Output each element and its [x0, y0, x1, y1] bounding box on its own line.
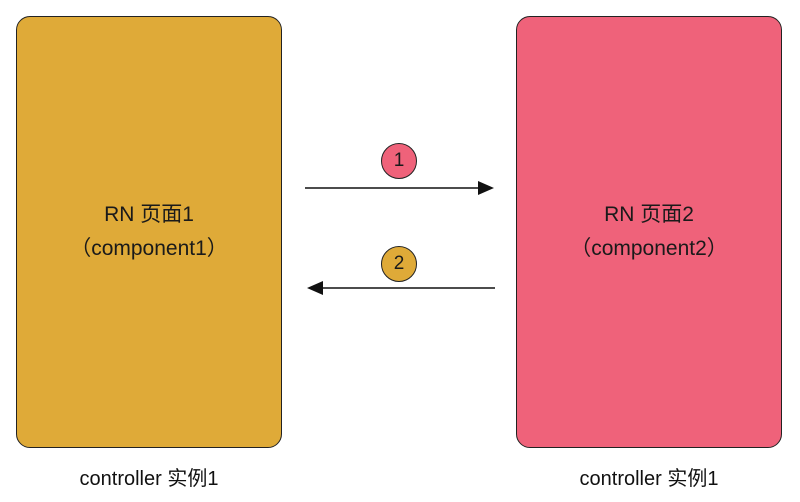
- left-controller-caption: controller 实例1: [79, 468, 219, 490]
- step-2-badge: 2: [381, 246, 417, 282]
- forward-arrow-head: [478, 181, 494, 195]
- step-2-label: 2: [393, 253, 405, 274]
- rn-page-1-subtitle: （component1）: [70, 237, 228, 260]
- step-1-label: 1: [393, 150, 405, 171]
- rn-page-2-title: RN 页面2: [604, 203, 694, 226]
- right-controller-caption: controller 实例1: [579, 468, 719, 490]
- rn-page-1-box: RN 页面1 （component1）: [16, 16, 282, 448]
- rn-page-2-subtitle: （component2）: [570, 237, 728, 260]
- rn-page-1-title: RN 页面1: [104, 203, 194, 226]
- rn-page-2-box: RN 页面2 （component2）: [516, 16, 782, 448]
- step-1-badge: 1: [381, 143, 417, 179]
- back-arrow-head: [307, 281, 323, 295]
